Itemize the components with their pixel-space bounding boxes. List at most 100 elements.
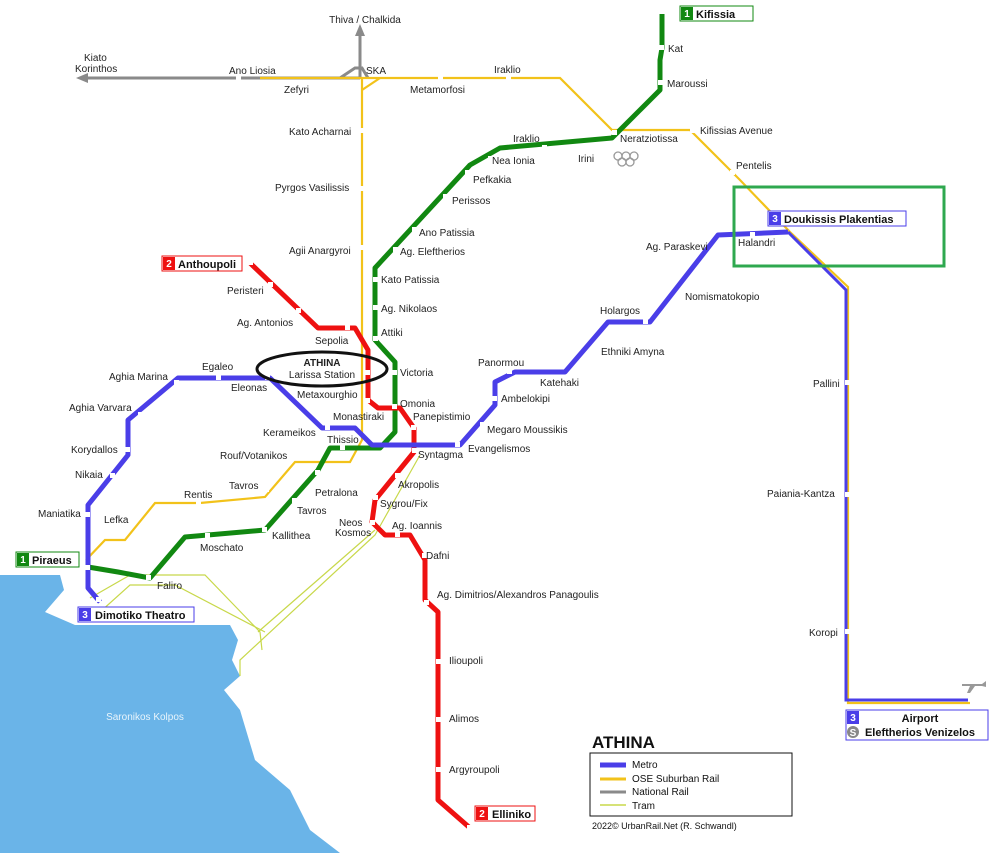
station-iraklio[interactable]: [542, 145, 547, 150]
terminal-elliniko[interactable]: 2 Elliniko: [474, 805, 536, 822]
station-petralona[interactable]: [315, 470, 320, 475]
terminal-name: Piraeus: [32, 555, 72, 567]
station-alimos[interactable]: [436, 717, 441, 722]
station-maniatika[interactable]: [85, 512, 90, 517]
station-ambelokipi[interactable]: [492, 396, 497, 401]
station-pentelis[interactable]: [730, 170, 735, 175]
station-dafni[interactable]: [422, 553, 427, 558]
label-zefyri: Zefyri: [284, 85, 309, 96]
station-perissos[interactable]: [443, 194, 448, 199]
station-kat[interactable]: [659, 45, 664, 50]
station-kallithea[interactable]: [262, 527, 267, 532]
station-katehaki[interactable]: [563, 380, 568, 385]
station-maroussi[interactable]: [658, 80, 663, 85]
station-pefkakia[interactable]: [465, 170, 470, 175]
station-attiki[interactable]: [373, 336, 378, 341]
station-pyrgos[interactable]: [359, 186, 364, 191]
label-irini: Irini: [578, 154, 594, 165]
station-iraklio-ose[interactable]: [506, 75, 511, 80]
station-akropolis[interactable]: [395, 473, 400, 478]
station-panepistimio[interactable]: [411, 425, 416, 430]
station-tavros[interactable]: [292, 498, 297, 503]
station-megaro[interactable]: [480, 422, 485, 427]
station-tavros-ose[interactable]: [264, 487, 269, 492]
station-peristeri[interactable]: [268, 282, 273, 287]
station-kifissias-av[interactable]: [690, 128, 695, 133]
station-ano-patissia[interactable]: [412, 227, 417, 232]
station-faliro[interactable]: [146, 575, 151, 580]
terminal-airport[interactable]: 3 S Airport Eleftherios Venizelos: [845, 709, 989, 741]
label-ag-antonios: Ag. Antonios: [237, 318, 293, 329]
station-holargos[interactable]: [643, 319, 648, 324]
station-ag-ioannis[interactable]: [395, 532, 400, 537]
label-petralona: Petralona: [315, 488, 358, 499]
station-agii-anargyroi[interactable]: [359, 245, 364, 250]
station-ano-liosia[interactable]: [236, 75, 241, 80]
legend-metro-label: Metro: [632, 760, 658, 771]
station-ag-nikolaos[interactable]: [373, 305, 378, 310]
label-kifissias-av: Kifissias Avenue: [700, 126, 773, 137]
station-koropi[interactable]: [845, 629, 850, 634]
station-ilioupoli[interactable]: [436, 659, 441, 664]
station-metaxourghio[interactable]: [365, 398, 370, 403]
station-paiania[interactable]: [845, 492, 850, 497]
station-aghia-marina[interactable]: [174, 380, 179, 385]
station-evangelismos[interactable]: [455, 442, 460, 447]
terminal-piraeus[interactable]: 1 Piraeus: [15, 551, 80, 568]
station-argyroupoli[interactable]: [436, 767, 441, 772]
station-nomismatokopio[interactable]: [678, 293, 683, 298]
station-ag-paraskevi[interactable]: [715, 248, 720, 253]
label-megaro: Megaro Moussikis: [487, 425, 568, 436]
station-thissio[interactable]: [340, 445, 345, 450]
station-kerameikos[interactable]: [325, 425, 330, 430]
terminal-dimotiko[interactable]: 3 Dimotiko Theatro: [77, 606, 195, 623]
terminal-doukissis[interactable]: 3 Doukissis Plakentias: [767, 210, 907, 227]
station-neratziotissa[interactable]: [612, 130, 617, 135]
station-omonia[interactable]: [392, 404, 397, 409]
station-panormou[interactable]: [507, 369, 512, 374]
station-piraeus[interactable]: [85, 565, 90, 570]
station-nikaia[interactable]: [110, 473, 115, 478]
station-dimotiko[interactable]: [96, 597, 101, 602]
station-nea-ionia[interactable]: [488, 156, 493, 161]
station-kato-patissia[interactable]: [373, 277, 378, 282]
station-ag-dimitrios[interactable]: [424, 600, 429, 605]
station-neos-kosmos[interactable]: [370, 520, 375, 525]
station-anthoupoli[interactable]: [248, 260, 253, 265]
label-kato-acharnai: Kato Acharnai: [289, 127, 351, 138]
label-nea-ionia: Nea Ionia: [492, 156, 535, 167]
terminal-name: Dimotiko Theatro: [95, 610, 186, 622]
station-syntagma[interactable]: [412, 448, 417, 453]
station-halandri[interactable]: [750, 232, 755, 237]
station-elliniko[interactable]: [467, 825, 472, 830]
station-kato-acharnai[interactable]: [359, 128, 364, 133]
label-kosmos: Kosmos: [335, 528, 371, 539]
label-metaxourghio: Metaxourghio: [297, 390, 358, 401]
station-pallini[interactable]: [845, 380, 850, 385]
terminal-anthoupoli[interactable]: 2 Anthoupoli: [161, 255, 243, 272]
station-ag-eleftherios[interactable]: [393, 247, 398, 252]
station-sygrou[interactable]: [373, 495, 378, 500]
label-monastiraki: Monastiraki: [333, 412, 384, 423]
station-korydallos[interactable]: [125, 447, 130, 452]
terminal-kifissia[interactable]: 1 Kifissia: [679, 5, 754, 22]
label-akropolis: Akropolis: [398, 480, 439, 491]
station-egaleo[interactable]: [216, 375, 221, 380]
label-argyroupoli: Argyroupoli: [449, 765, 500, 776]
olympic-rings-icon: [613, 151, 639, 167]
station-metamorfosi[interactable]: [438, 75, 443, 80]
label-kerameikos: Kerameikos: [263, 428, 316, 439]
station-moschato[interactable]: [205, 533, 210, 538]
label-ano-liosia: Ano Liosia: [229, 66, 276, 77]
station-sepolia[interactable]: [345, 325, 350, 330]
station-ethniki-amyna[interactable]: [595, 342, 600, 347]
station-irini[interactable]: [585, 146, 590, 151]
station-ag-antonios[interactable]: [296, 308, 301, 313]
station-larissa[interactable]: [365, 370, 370, 375]
station-victoria[interactable]: [392, 370, 397, 375]
station-rentis[interactable]: [196, 500, 201, 505]
airplane-icon: [962, 681, 986, 693]
station-aghia-varvara[interactable]: [138, 412, 143, 417]
highlight-subtitle: Larissa Station: [289, 370, 355, 381]
